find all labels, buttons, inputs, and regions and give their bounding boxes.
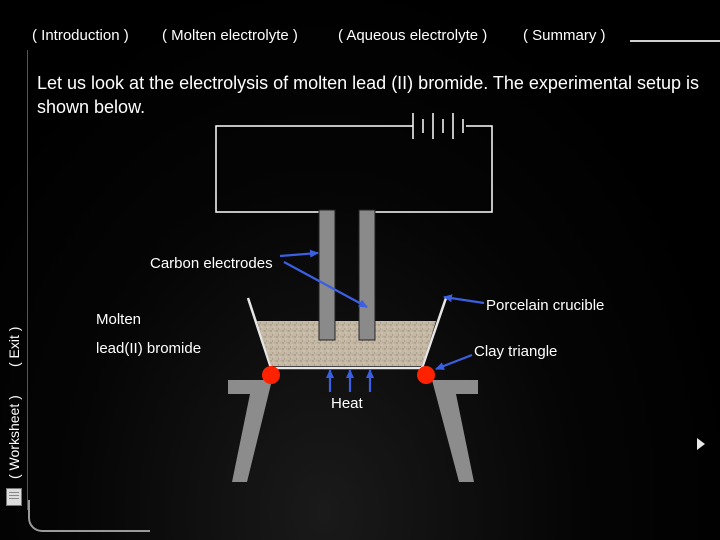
label-clay-triangle: Clay triangle [474, 343, 558, 360]
bottom-decoration [28, 500, 150, 532]
left-divider [27, 50, 28, 510]
carbon-electrode-right [358, 209, 376, 341]
worksheet-icon[interactable] [6, 488, 22, 506]
header-divider [630, 40, 720, 42]
nav-aqueous-electrolyte[interactable]: ( Aqueous electrolyte ) [338, 27, 488, 44]
circuit-wire [215, 125, 493, 213]
label-carbon-electrodes: Carbon electrodes [150, 255, 273, 272]
label-porcelain-crucible: Porcelain crucible [486, 297, 605, 314]
clay-triangle-left-dot [262, 366, 280, 384]
molten-lead-bromide [257, 321, 436, 366]
next-slide-icon[interactable] [697, 438, 705, 450]
arrow-electrodes-right [283, 261, 368, 308]
arrow-clay-triangle [435, 353, 473, 371]
label-lead-bromide: lead(II) bromide [96, 340, 202, 357]
nav-introduction[interactable]: ( Introduction ) [32, 27, 129, 44]
nav-summary[interactable]: ( Summary ) [523, 27, 606, 44]
battery-icon [412, 113, 464, 139]
tripod-stand [228, 380, 478, 482]
clay-triangle-right-dot [417, 366, 435, 384]
porcelain-crucible [246, 297, 448, 370]
arrow-electrodes-left [279, 249, 319, 258]
nav-molten-electrolyte[interactable]: ( Molten electrolyte ) [162, 27, 298, 44]
label-heat: Heat [331, 395, 363, 412]
label-molten: Molten [96, 311, 142, 328]
arrow-crucible [443, 294, 485, 305]
intro-text: Let us look at the electrolysis of molte… [37, 73, 699, 117]
carbon-electrode-left [318, 209, 336, 341]
